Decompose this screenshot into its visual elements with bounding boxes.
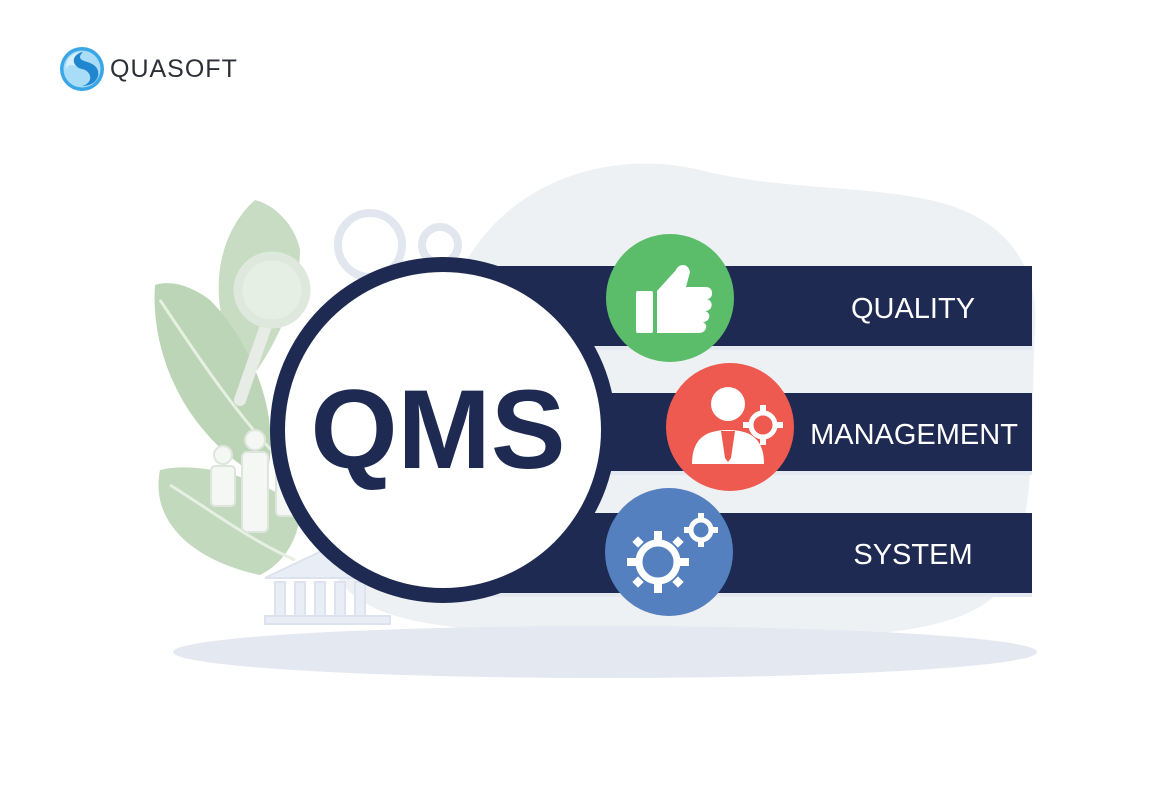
- system-label: SYSTEM: [853, 539, 972, 571]
- brand-logo[interactable]: QUASOFT: [58, 44, 238, 94]
- quasoft-logo-icon: [60, 47, 104, 91]
- management-badge: [666, 363, 794, 491]
- floor-shadow: [173, 626, 1037, 678]
- system-badge: [605, 488, 733, 616]
- management-label: MANAGEMENT: [810, 419, 1018, 451]
- management-bar: [560, 393, 1032, 471]
- quality-label: QUALITY: [851, 293, 975, 325]
- businessman-gear-icon: [692, 387, 783, 464]
- magnifier-icon: [233, 251, 311, 406]
- thumbs-up-icon: [636, 265, 713, 333]
- quality-badge: [606, 234, 734, 362]
- qms-acronym: QMS: [310, 367, 565, 492]
- brand-name: QUASOFT: [110, 54, 238, 83]
- gears-icon: [627, 513, 718, 593]
